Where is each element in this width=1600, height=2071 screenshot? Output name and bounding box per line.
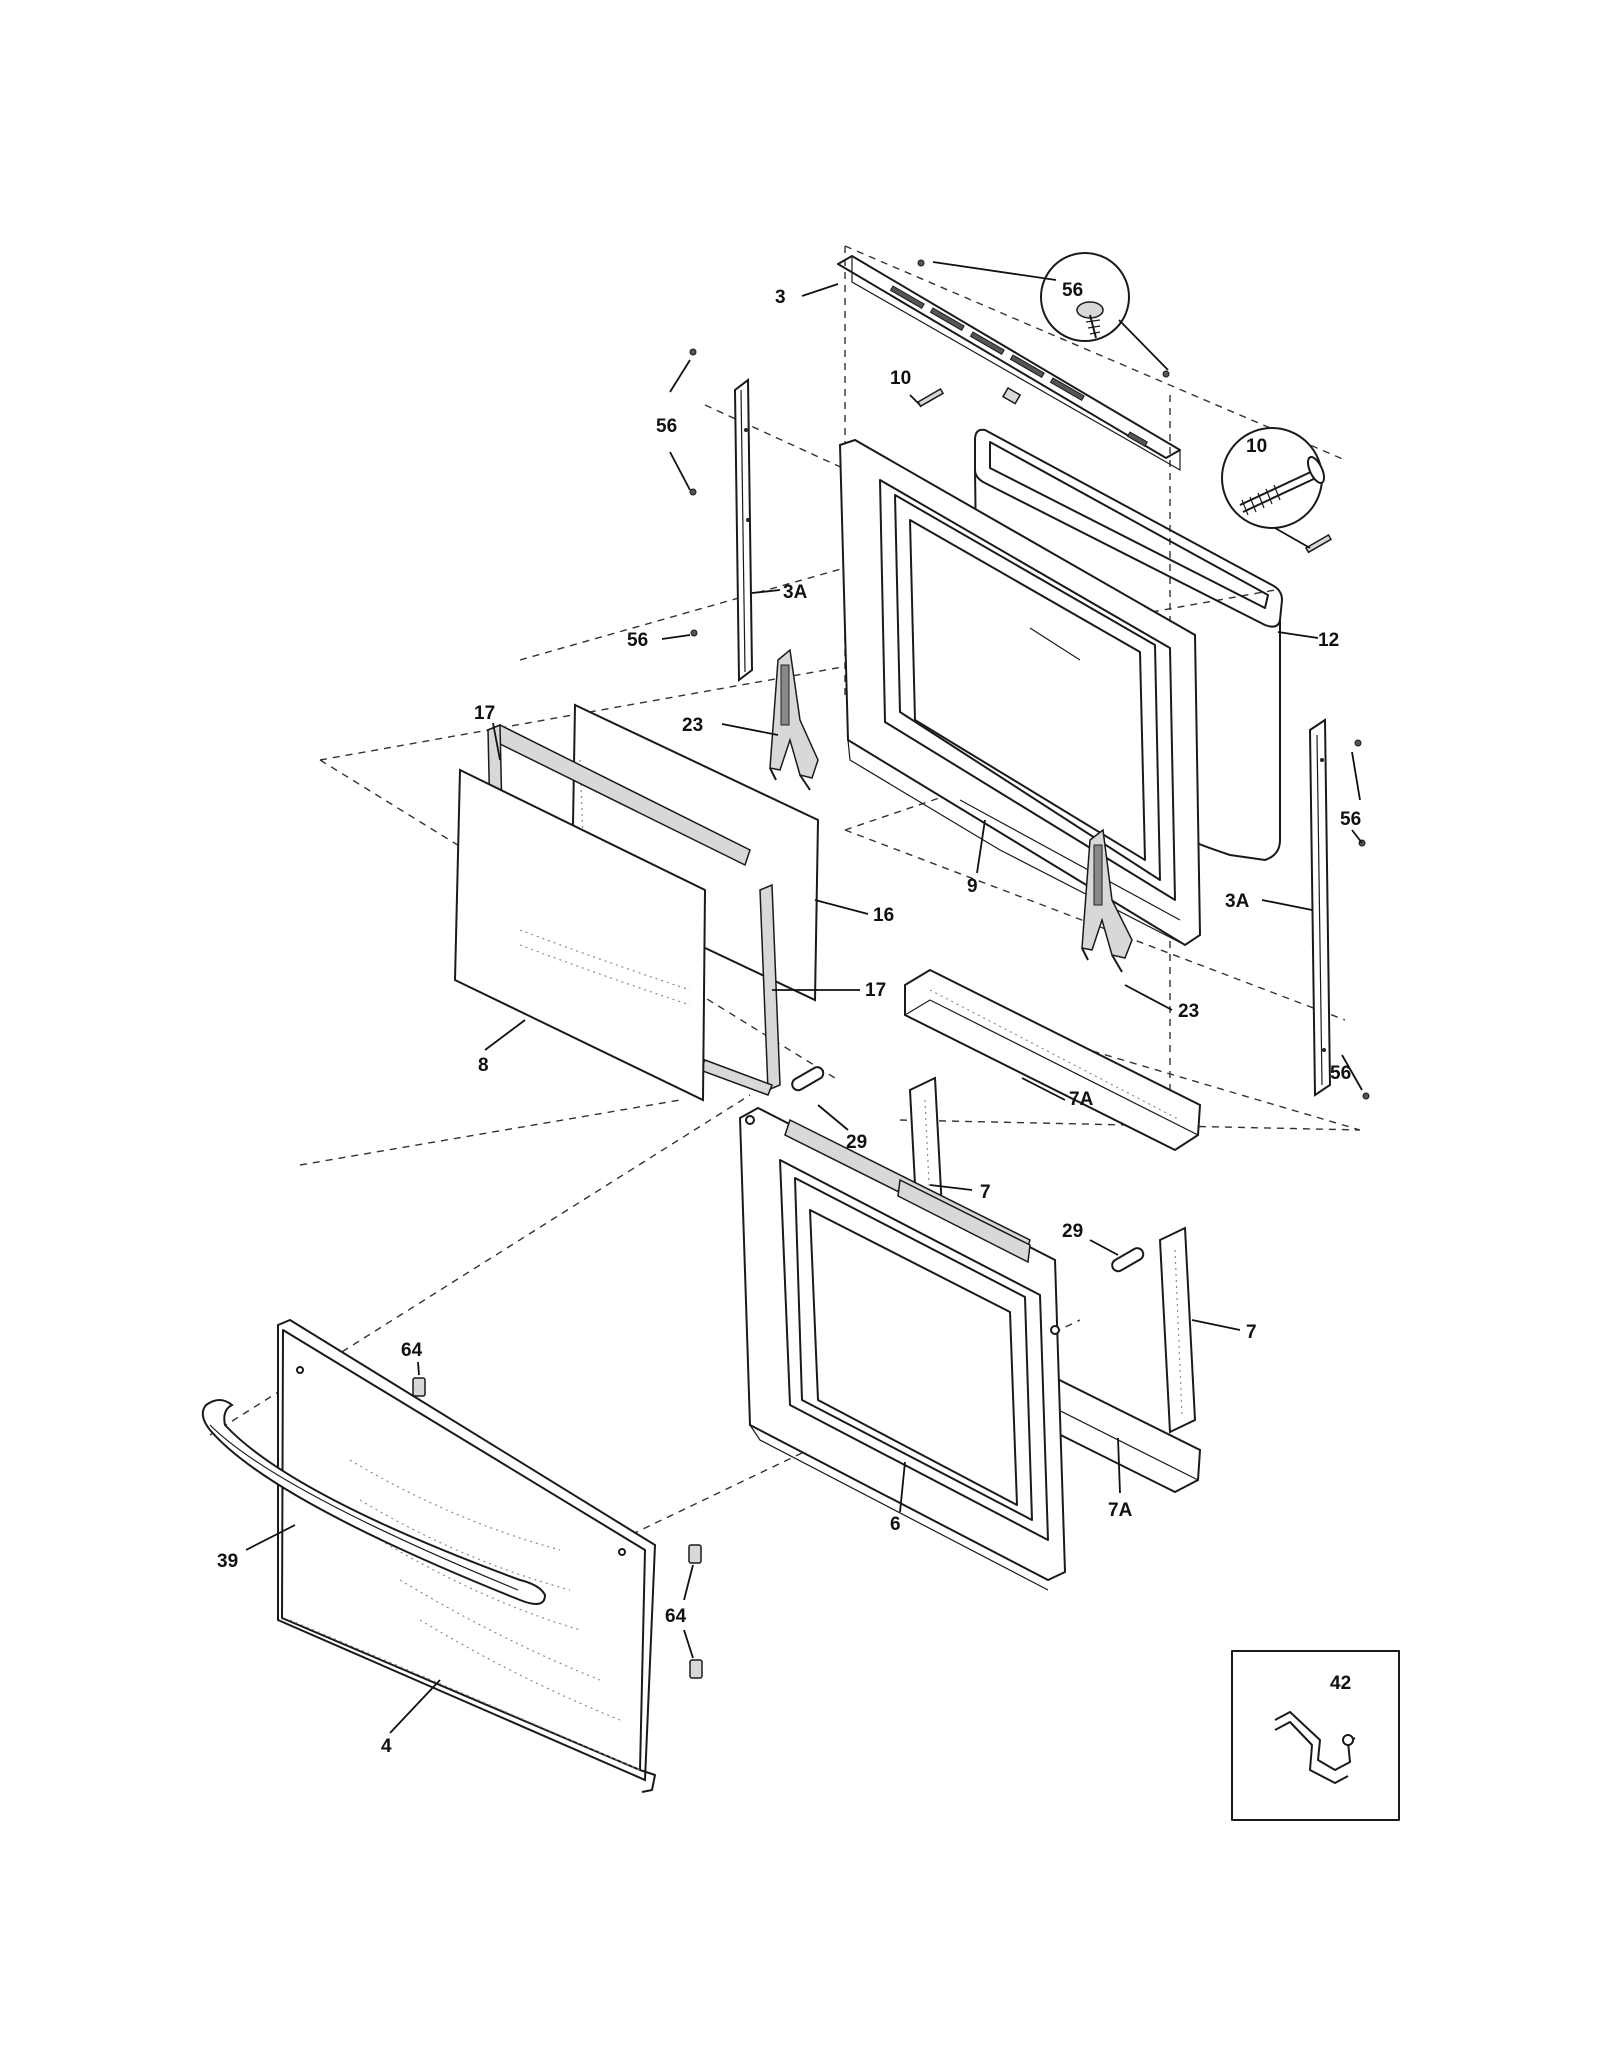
part-7a-top-insulation [904,968,1202,1152]
callout-23-left: 23 [682,715,703,736]
part-64-bumpers [412,1377,703,1679]
leader-lines [245,261,1363,1734]
callout-64-bottom: 64 [665,1606,687,1627]
callout-29-right: 29 [1062,1221,1083,1242]
part-29-left-spacer [791,1066,825,1092]
part-4-outer-door-panel [277,1318,657,1793]
callout-56-left: 56 [656,416,677,437]
callout-7-top: 7 [980,1182,991,1203]
callout-17-top: 17 [474,703,495,724]
part-6-door-liner [738,1106,1067,1591]
callout-7a-top: 7A [1069,1089,1094,1110]
part-8-outer-glass [453,768,707,1102]
detail-circle-10 [1221,427,1326,529]
part-3a-left-side-trim [733,377,754,683]
callout-9: 9 [967,876,978,897]
part-23-right-hinge [1081,828,1133,973]
callout-17-bottom: 17 [865,980,886,1001]
callout-7-right: 7 [1246,1322,1257,1343]
callout-56-right: 56 [1340,809,1361,830]
callout-4: 4 [381,1736,392,1757]
callout-64-top: 64 [401,1340,423,1361]
callout-23-right: 23 [1178,1001,1199,1022]
callout-3: 3 [775,287,786,308]
detail-circle-56 [1040,252,1130,342]
part-9-inner-door-frame [838,386,1202,947]
callout-3a-right: 3A [1225,891,1250,912]
callout-56-detail: 56 [1062,280,1083,301]
callout-3a-left: 3A [783,582,808,603]
callout-7a-bottom: 7A [1108,1500,1133,1521]
part-3a-right-side-trim [1308,718,1332,1097]
callout-10-detail: 10 [1246,436,1267,457]
callout-12: 12 [1318,630,1339,651]
part-7-right-insulation [1158,1226,1197,1434]
callout-29-left: 29 [846,1132,867,1153]
callout-42: 42 [1330,1673,1351,1694]
callout-56-bottom: 56 [1330,1063,1351,1084]
part-3-top-vent-trim [837,255,1181,472]
callout-16: 16 [873,905,894,926]
callout-10-top: 10 [890,368,911,389]
callout-6: 6 [890,1514,901,1535]
part-23-left-hinge [769,648,819,791]
callout-56-mid: 56 [627,630,648,651]
screws [689,259,1370,1100]
inset-box-42 [1231,1650,1400,1821]
callout-8: 8 [478,1055,489,1076]
callout-39: 39 [217,1551,238,1572]
part-39-door-handle [201,1399,547,1605]
part-29-right-spacer [1111,1247,1145,1273]
callout-labels: 3 56 10 10 56 3A 56 12 17 23 16 9 56 3A … [217,280,1361,1757]
